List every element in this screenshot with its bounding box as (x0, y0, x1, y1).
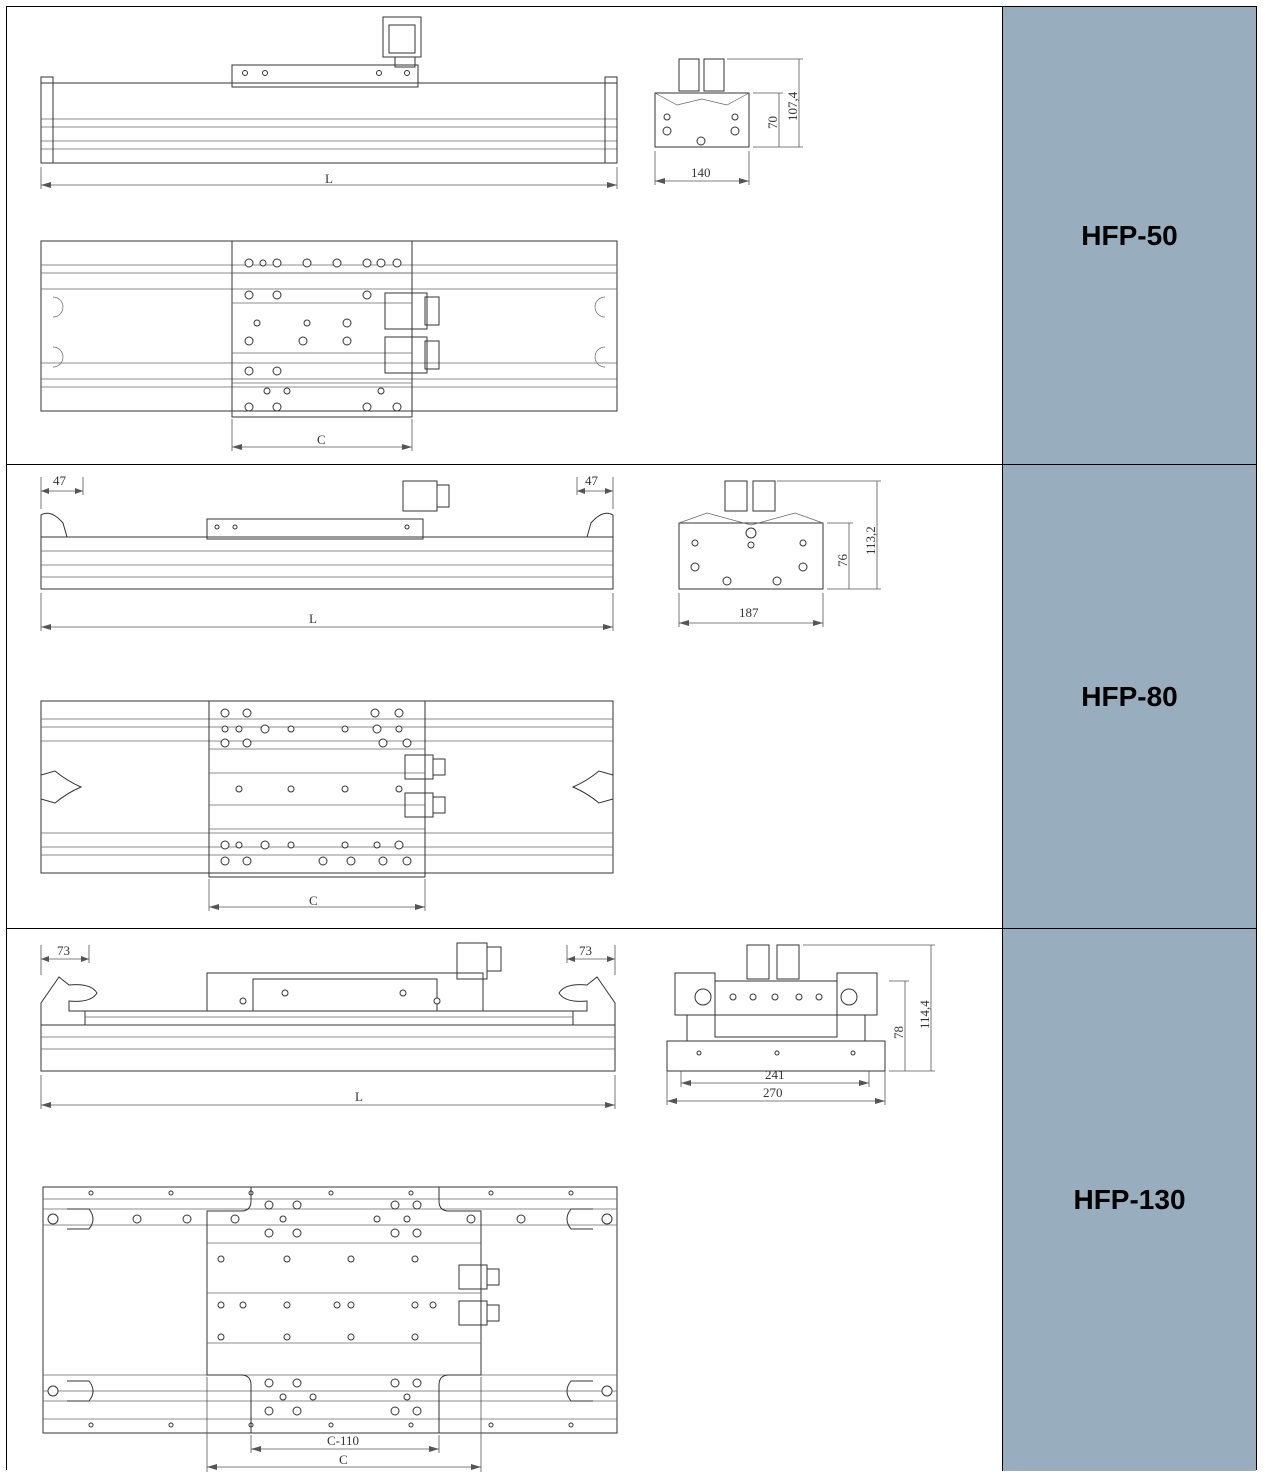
dimension-carriage-inner: C-110 (250, 1433, 440, 1453)
dimension-label-carriage: C (317, 432, 326, 447)
top-view (40, 700, 614, 878)
spec-row-hfp-80: 47 47 L (7, 464, 1256, 928)
model-label: HFP-130 (1073, 1184, 1186, 1215)
dimension-label-carriage-inner: C-110 (327, 1433, 359, 1448)
dimension-label-end-right: 73 (579, 943, 592, 958)
dimension-carriage: C (206, 1377, 482, 1472)
drawing-cell-hfp-130: 73 73 L (7, 929, 1003, 1472)
spec-row-hfp-130: 73 73 L (7, 928, 1256, 1472)
dimension-length: L (40, 593, 614, 631)
model-cell-hfp-130: HFP-130 (1003, 929, 1256, 1471)
dimension-label-width: 187 (739, 605, 759, 620)
spec-row-hfp-50: L 140 (7, 7, 1256, 464)
dimension-label-length: L (355, 1089, 363, 1104)
dimension-length: L (40, 167, 618, 189)
dimension-label-end-left: 73 (57, 943, 70, 958)
dimension-end-right: 47 (576, 473, 614, 509)
dimension-label-length: L (325, 171, 333, 186)
side-view (40, 942, 616, 1072)
dimension-label-carriage: C (339, 1452, 348, 1467)
drawing-cell-hfp-50: L 140 (7, 7, 1003, 464)
dimension-carriage: C (231, 419, 413, 451)
end-view: 187 76 113,2 (678, 480, 881, 627)
model-label: HFP-50 (1081, 219, 1178, 251)
dimension-carriage: C (208, 879, 426, 911)
drawing-cell-hfp-80: 47 47 L (7, 465, 1003, 928)
top-view (40, 240, 618, 418)
dimension-label-height: 78 (891, 1026, 906, 1039)
dimension-label-end-left: 47 (53, 473, 67, 488)
dimension-label-width-inner: 241 (765, 1067, 785, 1082)
technical-drawing-hfp-80: 47 47 L (40, 473, 881, 911)
end-view: 241 270 78 114,4 (666, 944, 935, 1105)
dimension-label-total-height: 114,4 (917, 1000, 932, 1029)
side-view (40, 16, 618, 164)
model-label: HFP-80 (1081, 680, 1178, 712)
dimension-label-height: 70 (765, 116, 780, 129)
top-view (42, 1186, 618, 1434)
dimension-label-length: L (309, 611, 317, 626)
technical-drawing-hfp-130: 73 73 L (40, 942, 935, 1472)
spec-table: L 140 (6, 6, 1257, 1472)
dimension-label-total-height: 113,2 (863, 526, 878, 555)
dimension-label-total-height: 107,4 (785, 91, 800, 121)
technical-drawing-hfp-50: L 140 (40, 16, 803, 451)
dimension-end-left: 73 (40, 943, 90, 975)
dimension-end-right: 73 (566, 943, 616, 975)
dimension-label-end-right: 47 (585, 473, 599, 488)
dimension-label-width: 140 (691, 165, 711, 180)
end-view: 140 70 107,4 (654, 58, 803, 185)
dimension-end-left: 47 (40, 473, 84, 509)
model-cell-hfp-80: HFP-80 (1003, 465, 1256, 928)
model-cell-hfp-50: HFP-50 (1003, 7, 1256, 464)
dimension-label-carriage: C (309, 893, 318, 908)
dimension-label-height: 76 (835, 554, 850, 568)
side-view (40, 480, 614, 590)
dimension-label-width: 270 (763, 1085, 783, 1100)
dimension-length: L (40, 1075, 616, 1109)
